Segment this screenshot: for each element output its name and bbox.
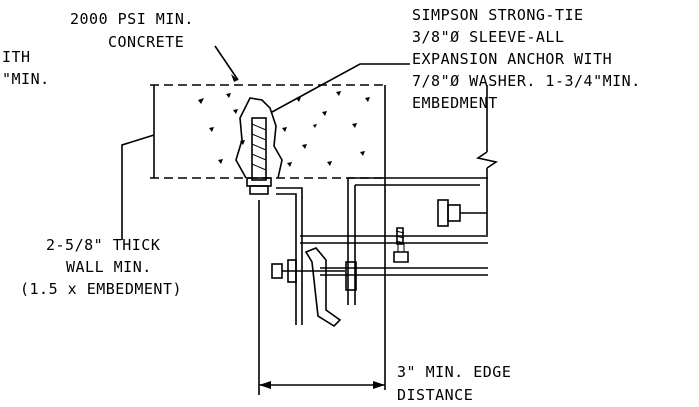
concrete-leader-arrow — [231, 74, 238, 82]
edge-dim-arrow-right — [373, 381, 385, 389]
hanger-bracket — [271, 247, 357, 328]
bolt-head — [271, 263, 283, 279]
clip-angle — [276, 187, 303, 325]
sleeve-anchor — [246, 117, 272, 195]
edge-label-line1: 3" MIN. EDGE — [397, 363, 511, 381]
anchor-leader — [271, 63, 410, 113]
anchor-washer — [246, 177, 272, 187]
bolt-washer — [287, 259, 297, 283]
concrete-aggregate — [198, 91, 370, 167]
anchor-sleeve — [251, 117, 267, 181]
angle-inner — [276, 187, 303, 325]
anchor-threads — [251, 123, 267, 171]
wall-label-line2: WALL MIN. — [66, 258, 152, 276]
edge-distance-dimension — [258, 200, 385, 395]
bracket-body — [304, 247, 342, 328]
break-symbol — [475, 151, 499, 169]
edge-label-line2: DISTANCE — [397, 386, 473, 404]
cut-off-label-line1: ITH — [2, 48, 31, 66]
concrete-leader — [214, 45, 239, 81]
screw-right — [393, 243, 409, 263]
edge-dim-arrow-left — [259, 381, 271, 389]
anchor-nut — [249, 185, 269, 195]
concrete-label-line2: CONCRETE — [108, 33, 184, 51]
anchor-label-line2: 3/8"Ø SLEEVE-ALL — [412, 28, 565, 46]
concrete-wall — [150, 84, 386, 179]
concrete-label-line1: 2000 PSI MIN. — [70, 10, 194, 28]
anchor-label-line5: EMBEDMENT — [412, 94, 498, 112]
wall-label-line3: (1.5 x EMBEDMENT) — [20, 280, 182, 298]
wall-thickness-dimension — [121, 85, 155, 240]
thickness-leader — [121, 134, 155, 240]
bolt-nut — [345, 261, 357, 291]
anchor-label-line4: 7/8"Ø WASHER. 1-3/4"MIN. — [412, 72, 641, 90]
fastener-washer — [447, 204, 461, 222]
wall-label-line1: 2-5/8" THICK — [46, 236, 160, 254]
drilled-hole-outline — [235, 97, 283, 179]
track-fastener — [437, 199, 487, 227]
anchor-label-line3: EXPANSION ANCHOR WITH — [412, 50, 612, 68]
anchor-label-line1: SIMPSON STRONG-TIE — [412, 6, 584, 24]
cut-off-label-line2: "MIN. — [2, 70, 50, 88]
fastener-head — [437, 199, 449, 227]
steel-track — [300, 85, 499, 390]
